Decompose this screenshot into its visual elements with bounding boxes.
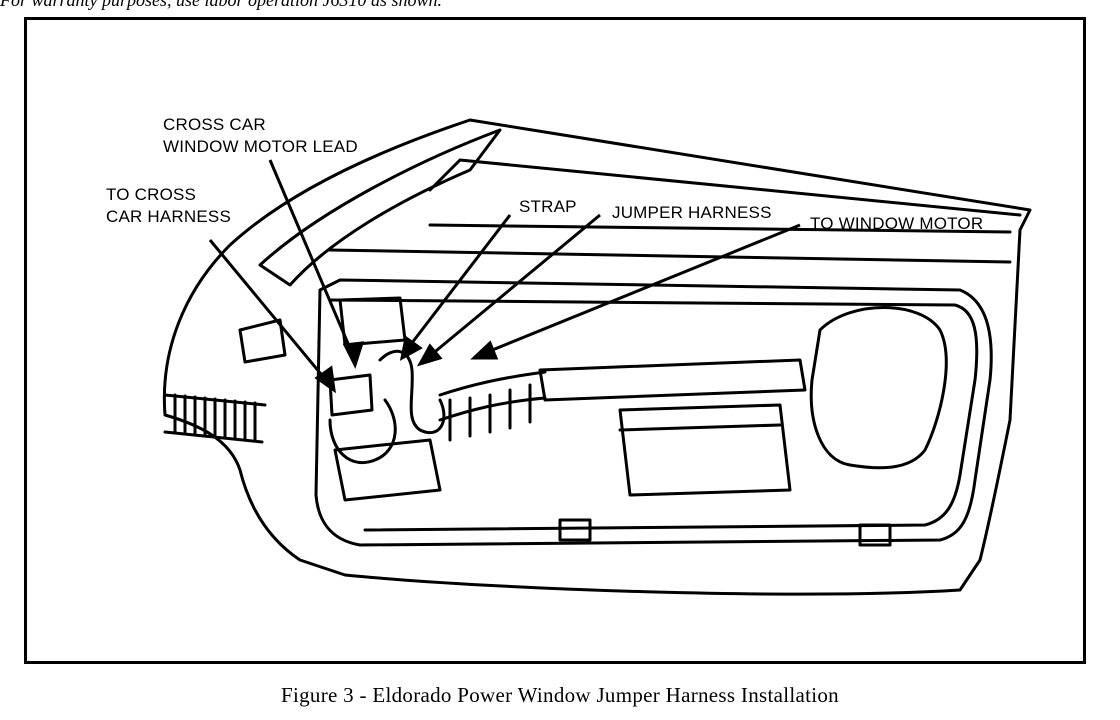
inner-door-opening xyxy=(314,278,993,547)
leader-to-window-motor xyxy=(479,223,801,357)
door-outer-shell xyxy=(162,118,1032,596)
label-cross-car-lead: CROSS CAR WINDOW MOTOR LEAD xyxy=(163,115,358,156)
label-jumper-harness: JUMPER HARNESS xyxy=(612,203,772,222)
figure-frame xyxy=(24,17,1086,664)
label-to-cross-car-harness: TO CROSS CAR HARNESS xyxy=(106,185,232,226)
connector-block xyxy=(338,296,407,347)
leader-cross-car-lead xyxy=(268,159,357,361)
leader-strap xyxy=(403,214,512,353)
leader-to-cross-car-harness xyxy=(208,239,332,386)
label-to-window-motor: TO WINDOW MOTOR xyxy=(810,214,984,233)
label-strap: STRAP xyxy=(519,197,577,216)
harness-tube xyxy=(538,358,807,402)
window-frame xyxy=(258,128,502,287)
leader-jumper-harness xyxy=(424,213,601,362)
header-fragment: For warranty purposes, use labor operati… xyxy=(0,0,443,10)
corrugated-conduit xyxy=(163,393,267,444)
window-motor xyxy=(809,306,948,470)
figure-caption: Figure 3 - Eldorado Power Window Jumper … xyxy=(280,683,839,707)
